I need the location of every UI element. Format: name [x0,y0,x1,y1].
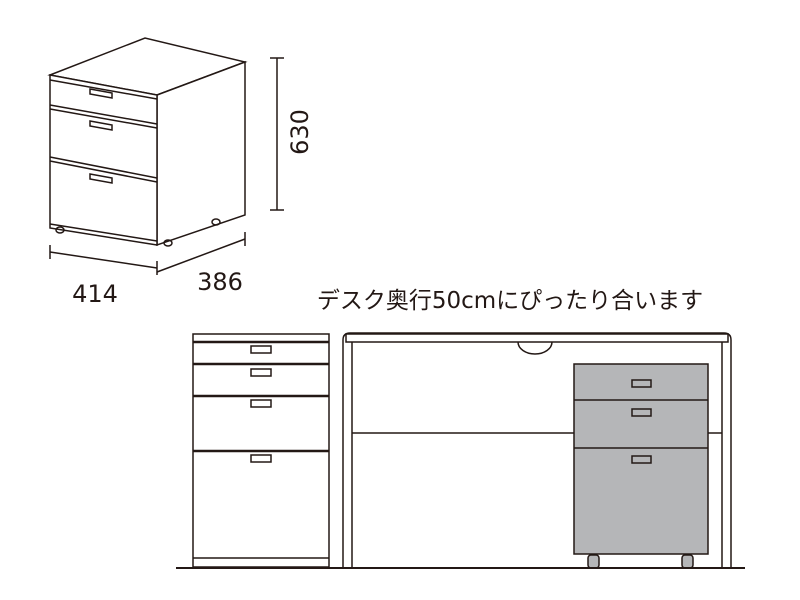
handle-icon [631,455,652,464]
handle-icon [89,88,113,99]
dimension-lines [49,57,284,275]
handle-icon [631,408,652,417]
handle-icon [250,345,272,354]
caster-icon [211,218,221,226]
caster-icon [163,239,173,247]
highlighted-cabinet [573,363,709,569]
handle-icon [631,379,652,388]
height-label: 630 [286,109,314,155]
handle-icon [250,368,272,377]
width-label: 414 [72,280,118,308]
isometric-cabinet [47,37,248,247]
front-cabinet [192,333,330,568]
handle-icon [89,173,113,184]
caster-icon [681,554,694,569]
caster-icon [55,226,65,234]
handle-icon [250,454,272,463]
handle-icon [250,399,272,408]
caption: デスク奥行50cmにぴったり合います [317,288,703,314]
handle-icon [89,120,113,131]
depth-label: 386 [197,268,243,296]
caster-icon [587,554,600,569]
